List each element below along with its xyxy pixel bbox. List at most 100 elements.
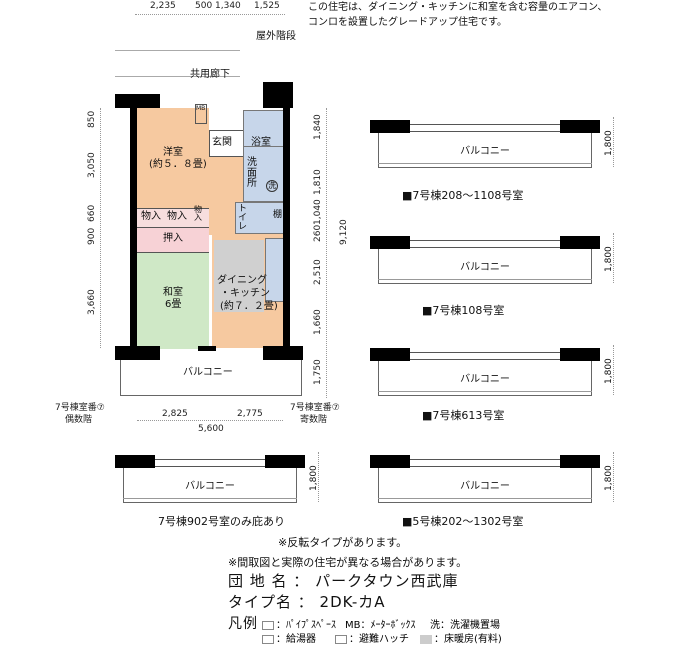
disclaimer: ※間取図と実際の住宅が異なる場合があります。 xyxy=(228,556,468,569)
balcony-dim: 1,800 xyxy=(604,246,615,272)
balcony-variant: バルコニー 1,800 xyxy=(370,112,614,172)
balcony-label: バルコニー xyxy=(460,374,510,385)
balcony-variant: バルコニー 1,800 xyxy=(370,340,614,400)
bottom-dim: 2,825 xyxy=(162,409,188,419)
right-dim: 1,810 xyxy=(313,169,323,195)
legend-text: ：給湯器 xyxy=(276,634,316,645)
total-depth-dim: 9,120 xyxy=(339,219,349,245)
reverse-note: ※反転タイプがあります。 xyxy=(278,536,408,549)
left-dim: 900 xyxy=(87,227,97,245)
dk-size: (約７．２畳) xyxy=(220,301,278,312)
floor-heating-icon xyxy=(420,634,432,644)
washer-icon: 洗 xyxy=(266,180,278,192)
pipe-space-icon xyxy=(262,620,274,630)
storage-label: 物入 xyxy=(194,205,202,222)
legend-text: ：床暖房(有料) xyxy=(434,634,502,645)
water-heater-icon xyxy=(262,634,274,644)
top-dim: 1,340 xyxy=(215,1,241,11)
balcony-dim: 1,800 xyxy=(604,130,615,156)
balcony-label: バルコニー xyxy=(185,481,235,492)
right-dim: 2,510 xyxy=(313,259,323,285)
wall xyxy=(283,94,290,354)
japanese-room xyxy=(137,252,209,349)
top-dim: 1,525 xyxy=(254,1,280,11)
balcony-variant: バルコニー 1,800 xyxy=(370,228,614,288)
balcony-label: バルコニー xyxy=(183,367,233,378)
left-dim: 850 xyxy=(87,110,97,128)
legend-text: ：ﾊﾟｲﾌﾟｽﾍﾟｰｽ xyxy=(276,620,336,631)
legend-pipe-space: ：ﾊﾟｲﾌﾟｽﾍﾟｰｽ xyxy=(262,620,336,631)
floor-heating-area xyxy=(214,240,264,312)
western-room xyxy=(137,108,209,208)
escape-hatch-icon xyxy=(335,634,347,644)
balcony-dim: 1,800 xyxy=(309,465,320,491)
left-dim: 3,660 xyxy=(87,289,97,315)
description-line: この住宅は、ダイニング・キッチンに和室を含む容量のエアコン、 xyxy=(308,2,608,13)
dim-line xyxy=(100,108,101,348)
balcony-caption: 7号棟902号室のみ庇あり xyxy=(158,515,285,528)
balcony-caption: ■7号棟108号室 xyxy=(422,304,505,317)
bottom-dim-total: 5,600 xyxy=(198,424,224,434)
balcony-caption: ■7号棟613号室 xyxy=(422,409,505,422)
japanese-room-label: 和室 xyxy=(163,287,183,298)
legend-floor-heating: ：床暖房(有料) xyxy=(420,634,502,645)
storage-label: 物入 xyxy=(167,211,187,222)
corridor-label: 共用廊下 xyxy=(190,69,230,80)
complex-name: 団 地 名 ： パークタウン西武庫 xyxy=(228,572,459,590)
entrance-label: 玄関 xyxy=(212,137,232,148)
legend-meter-box: MB：ﾒｰﾀｰﾎﾞｯｸｽ xyxy=(345,620,416,631)
legend-title: 凡例 xyxy=(228,616,258,632)
top-dim: 500 xyxy=(195,1,213,11)
dim-line xyxy=(326,108,327,398)
toilet-label: トイレ xyxy=(238,204,248,232)
left-dim: 3,050 xyxy=(87,152,97,178)
balcony-variant: バルコニー 1,800 xyxy=(115,447,319,507)
dk-label: ダイニング xyxy=(217,275,267,286)
right-dim: 1,660 xyxy=(313,309,323,335)
right-dim: 1,040 xyxy=(313,199,323,225)
balcony-dim: 1,800 xyxy=(604,465,615,491)
closet-label: 押入 xyxy=(163,233,183,244)
storage-row xyxy=(137,208,209,227)
western-room-label: 洋室 xyxy=(163,147,183,158)
dk-label: ・キッチン xyxy=(220,288,270,299)
balcony-variant: バルコニー 1,800 xyxy=(370,447,614,507)
meter-box: MB xyxy=(195,104,207,124)
wall xyxy=(130,94,137,354)
washroom-label: 洗面所 xyxy=(247,157,257,189)
right-dim: 260 xyxy=(313,224,323,242)
balcony-label: バルコニー xyxy=(460,481,510,492)
room-number-left: 偶数階 xyxy=(65,415,93,425)
room-number-right: 寄数階 xyxy=(300,415,328,425)
left-dim: 660 xyxy=(87,204,97,222)
western-room-size: (約５．８畳) xyxy=(149,159,207,170)
balcony-outline xyxy=(120,360,302,396)
bath-label: 浴室 xyxy=(251,137,271,148)
storage-label: 物入 xyxy=(141,211,161,222)
top-dim: 2,235 xyxy=(150,1,176,11)
balcony-label: バルコニー xyxy=(460,262,510,273)
dim-line xyxy=(137,420,283,421)
balcony-label: バルコニー xyxy=(460,146,510,157)
balcony-caption: ■5号棟202～1302号室 xyxy=(402,515,524,528)
closet xyxy=(137,227,209,252)
type-name: タイプ名 ： 2DK-カA xyxy=(228,593,386,611)
bottom-dim: 2,775 xyxy=(237,409,263,419)
outdoor-stair-outline xyxy=(115,50,240,77)
room-number-left: 7号棟室番⑦ xyxy=(55,403,105,413)
room-number-right: 7号棟室番⑦ xyxy=(290,403,340,413)
legend-text: ：避難ハッチ xyxy=(349,634,409,645)
wall xyxy=(115,94,160,108)
description-line: コンロを設置したグレードアップ住宅です。 xyxy=(308,17,507,28)
legend-washer: 洗：洗濯機置場 xyxy=(430,620,500,631)
legend-escape-hatch: ：避難ハッチ xyxy=(335,634,409,645)
legend-water-heater: ：給湯器 xyxy=(262,634,316,645)
right-dim: 1,750 xyxy=(313,359,323,385)
balcony-dim: 1,800 xyxy=(604,358,615,384)
right-dim: 1,840 xyxy=(313,114,323,140)
balcony-caption: ■7号棟208～1108号室 xyxy=(402,189,524,202)
wall xyxy=(263,346,303,360)
dim-line xyxy=(135,14,285,15)
japanese-room-size: 6畳 xyxy=(165,299,182,310)
